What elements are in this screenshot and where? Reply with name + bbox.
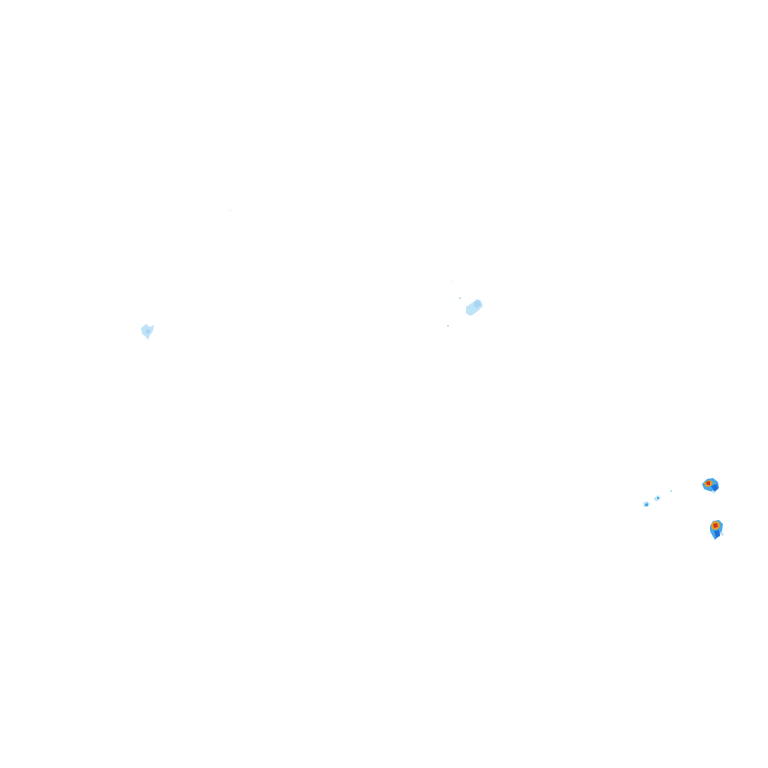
radar-echo-east-scatter bbox=[643, 490, 672, 507]
radar-echo-central bbox=[447, 281, 483, 327]
radar-cell-northeast bbox=[702, 478, 719, 494]
radar-cell-southeast bbox=[710, 520, 724, 540]
radar-echo-west bbox=[141, 324, 154, 340]
radar-speck-northwest bbox=[230, 210, 231, 211]
